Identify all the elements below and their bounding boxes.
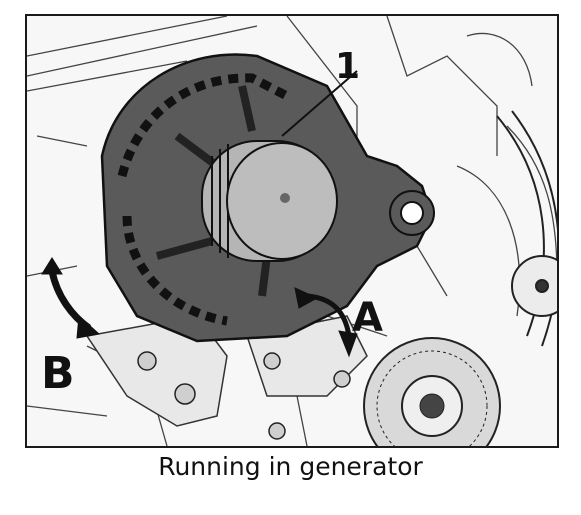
alternator-pulley bbox=[201, 140, 338, 262]
tensioner-pulley bbox=[363, 337, 501, 446]
diagram-frame: 1 A B bbox=[25, 14, 559, 448]
mounting-bolts bbox=[137, 351, 351, 440]
rotation-arrow-b bbox=[41, 257, 101, 339]
callout-1-leader bbox=[281, 70, 358, 137]
arrow-a-label: A bbox=[352, 295, 383, 341]
alternator-illustration: 1 A B bbox=[27, 16, 557, 446]
drive-belt bbox=[496, 110, 557, 347]
rotation-arrow-a bbox=[294, 287, 358, 358]
arrow-b-label: B bbox=[41, 348, 75, 399]
figure-caption: Running in generator bbox=[158, 452, 423, 481]
callout-1-label: 1 bbox=[335, 46, 360, 87]
